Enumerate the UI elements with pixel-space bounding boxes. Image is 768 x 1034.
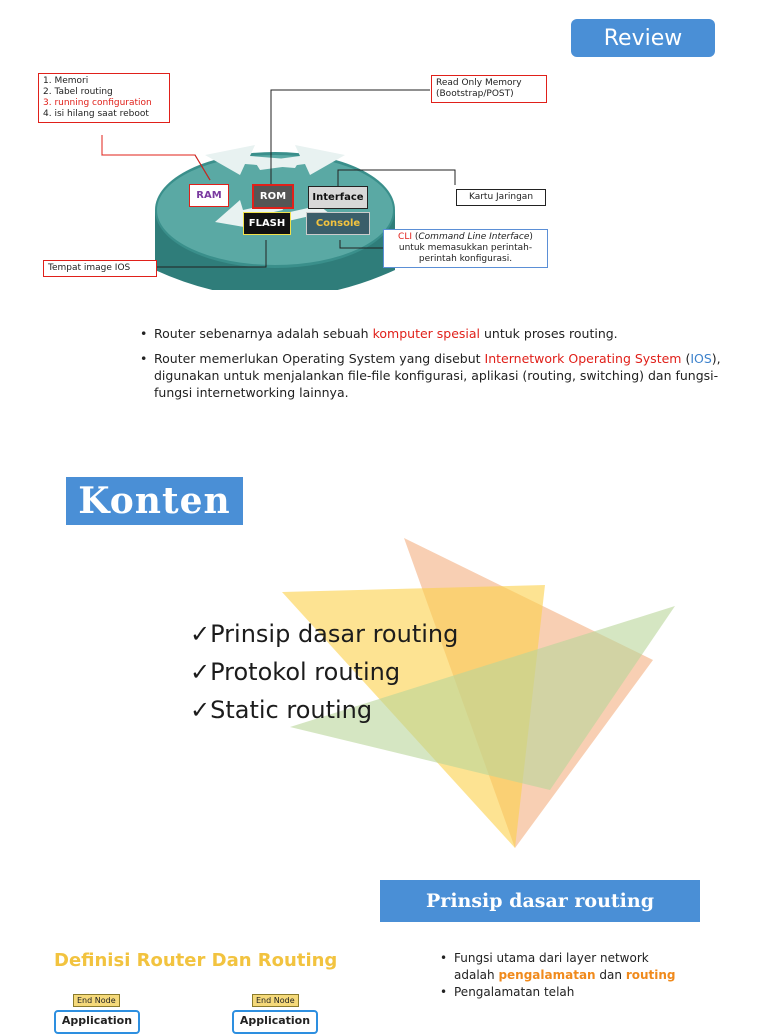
definisi-title: Definisi Router Dan Routing bbox=[54, 950, 338, 971]
konten-item: ✓Prinsip dasar routing bbox=[190, 620, 459, 648]
ram-list-item: 3. running configuration bbox=[43, 98, 152, 108]
bullet-text: Router sebenarnya adalah sebuah bbox=[154, 326, 373, 341]
decorative-triangles bbox=[282, 538, 675, 848]
ios-callout: Tempat image IOS bbox=[43, 260, 157, 277]
bullet-text: ( bbox=[681, 351, 691, 366]
flash-component: FLASH bbox=[243, 212, 291, 235]
application-label: Application bbox=[61, 1014, 133, 1027]
cli-abbr: CLI bbox=[398, 232, 412, 242]
application-box: Application bbox=[232, 1010, 318, 1034]
bullet-highlight: IOS bbox=[690, 351, 712, 366]
konten-list: ✓Prinsip dasar routing ✓Protokol routing… bbox=[190, 615, 458, 729]
bullet-text: Router memerlukan Operating System yang … bbox=[154, 351, 485, 366]
ram-component: RAM bbox=[189, 184, 229, 207]
bullet-text: Pengalamatan telah bbox=[454, 985, 575, 999]
konten-item: ✓Protokol routing bbox=[190, 658, 401, 686]
konten-badge: Konten bbox=[66, 477, 243, 525]
bullet-highlight: Internetwork Operating System bbox=[484, 351, 682, 366]
bullet-item: Fungsi utama dari layer network adalah p… bbox=[440, 950, 680, 984]
cli-desc: ) untuk memasukkan perintah-perintah kon… bbox=[398, 232, 533, 264]
router-diagram bbox=[101, 89, 456, 290]
application-label: Application bbox=[239, 1014, 311, 1027]
bullet-highlight: routing bbox=[625, 968, 676, 982]
ram-callout: 1. Memori 2. Tabel routing 3. running co… bbox=[38, 73, 170, 123]
rom-callout-line: Read Only Memory bbox=[436, 78, 522, 88]
bullet-highlight: komputer spesial bbox=[372, 326, 481, 341]
ram-list-item: 4. isi hilang saat reboot bbox=[43, 109, 149, 119]
bullet-highlight: pengalamatan bbox=[498, 968, 596, 982]
bullet-text: ), digunakan untuk menjalankan file-file… bbox=[154, 351, 721, 400]
ram-list-item: 1. Memori bbox=[43, 76, 89, 86]
bullet-item: Router sebenarnya adalah sebuah komputer… bbox=[140, 325, 730, 342]
bullet-text: Fungsi utama dari layer network adalah bbox=[454, 951, 649, 982]
review-bullets: Router sebenarnya adalah sebuah komputer… bbox=[140, 325, 730, 409]
interface-component: Interface bbox=[308, 186, 368, 209]
end-node-label: End Node bbox=[252, 994, 299, 1007]
ios-label: Tempat image IOS bbox=[48, 263, 131, 273]
bullet-item: Pengalamatan telah bbox=[440, 984, 680, 1001]
bullet-item: Router memerlukan Operating System yang … bbox=[140, 350, 730, 401]
kartu-callout: Kartu Jaringan bbox=[456, 189, 546, 206]
rom-component: ROM bbox=[252, 184, 294, 209]
console-component: Console bbox=[306, 212, 370, 235]
rom-callout: Read Only Memory (Bootstrap/POST) bbox=[431, 75, 547, 103]
review-badge: Review bbox=[571, 19, 715, 57]
konten-item: ✓Static routing bbox=[190, 696, 373, 724]
prinsip-badge: Prinsip dasar routing bbox=[380, 880, 700, 922]
rom-callout-line: (Bootstrap/POST) bbox=[436, 89, 514, 99]
ram-list-item: 2. Tabel routing bbox=[43, 87, 113, 97]
cli-fullname: Command Line Interface bbox=[418, 232, 530, 242]
cli-callout: CLI (Command Line Interface) untuk memas… bbox=[383, 229, 548, 268]
bullet-text: untuk proses routing. bbox=[480, 326, 618, 341]
cli-paren: ( bbox=[414, 232, 419, 242]
end-node-label: End Node bbox=[73, 994, 120, 1007]
kartu-label: Kartu Jaringan bbox=[468, 192, 534, 202]
bullet-text: dan bbox=[595, 968, 626, 982]
prinsip-bullets: Fungsi utama dari layer network adalah p… bbox=[440, 950, 680, 1001]
application-box: Application bbox=[54, 1010, 140, 1034]
